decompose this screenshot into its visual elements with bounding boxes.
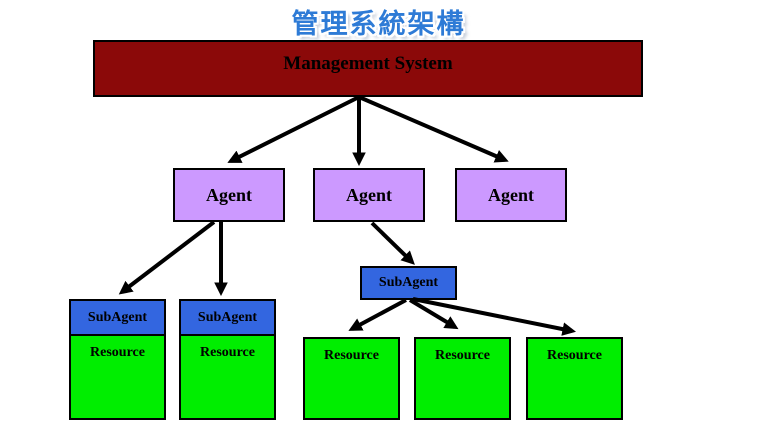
agent-node-3: Agent <box>455 168 567 222</box>
resource-node-5: Resource <box>526 337 623 420</box>
page-title: 管理系統架構 <box>291 9 466 39</box>
arrow-subagent3-resource3 <box>348 298 407 331</box>
subagent-node-1: SubAgent <box>69 299 166 336</box>
resource-node-4: Resource <box>414 337 511 420</box>
agent-node-1: Agent <box>173 168 285 222</box>
arrow-mgmt-agent3 <box>358 95 509 163</box>
arrow-subagent3-resource5 <box>412 297 576 336</box>
resource-node-2: Resource <box>179 334 276 420</box>
arrow-subagent3-resource4 <box>408 298 459 330</box>
arrow-agent1-subagent1 <box>118 220 216 295</box>
resource-node-3: Resource <box>303 337 400 420</box>
arrow-mgmt-agent1 <box>227 95 360 163</box>
subagent-node-3: SubAgent <box>360 266 457 300</box>
subagent-node-2: SubAgent <box>179 299 276 336</box>
arrow-agent2-subagent3 <box>370 221 415 265</box>
management-system-node: Management System <box>93 40 643 97</box>
resource-node-1: Resource <box>69 334 166 420</box>
agent-node-2: Agent <box>313 168 425 222</box>
